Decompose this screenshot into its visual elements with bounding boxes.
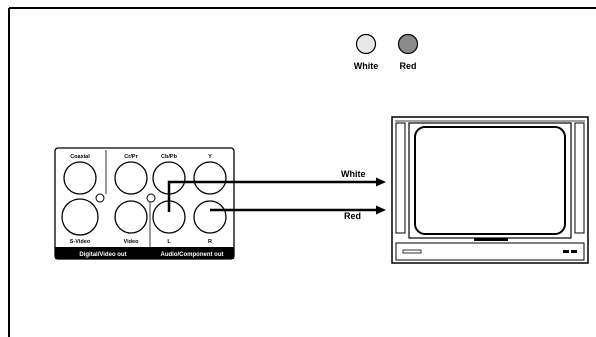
panel-label-band — [55, 247, 234, 259]
tv-button-left — [402, 249, 422, 254]
r-jack — [193, 200, 227, 234]
audio-component-out-label: Audio/Component out — [161, 252, 224, 258]
y-jack — [193, 161, 227, 195]
legend-white-label: White — [354, 61, 379, 71]
tv-screen-base — [474, 238, 508, 241]
white-cable-arrowhead — [376, 177, 386, 187]
red-cable-arrowhead — [376, 205, 386, 215]
legend-red-label: Red — [399, 61, 416, 71]
red-cable-label: Red — [344, 211, 361, 221]
s-video-label: S-Video — [70, 239, 91, 245]
l-label: L — [167, 239, 171, 245]
coaxial-jack — [63, 161, 97, 195]
s-video-jack — [61, 198, 99, 236]
tv-control-strip — [395, 242, 585, 261]
tv-button-right-1 — [563, 250, 569, 253]
white-cable-label: White — [341, 169, 366, 179]
cables: White Red — [167, 169, 386, 221]
r-label: R — [208, 239, 212, 245]
screw-hole-right — [146, 193, 156, 203]
television-icon — [391, 116, 589, 264]
red-swatch — [397, 33, 419, 55]
tv-left-speaker — [395, 122, 406, 234]
video-label: Video — [124, 239, 140, 245]
cr-pr-jack — [114, 161, 148, 195]
video-jack — [114, 200, 148, 234]
coaxial-label: Coaxial — [70, 154, 90, 160]
tv-right-speaker — [574, 122, 585, 234]
tv-button-right-2 — [571, 250, 577, 253]
cr-pr-label: Cr/Pr — [124, 154, 138, 160]
jack-panel: Coaxial Cr/Pr Cb/Pb Y S-Video Video L R … — [54, 147, 235, 260]
tv-screen — [414, 126, 566, 235]
white-cable — [167, 180, 378, 212]
color-legend: White Red — [354, 33, 419, 71]
screw-hole-left — [95, 193, 105, 203]
y-label: Y — [208, 154, 212, 160]
white-swatch — [355, 33, 377, 55]
digital-video-out-label: Digital/Video out — [79, 252, 126, 258]
cb-pb-label: Cb/Pb — [161, 154, 178, 160]
